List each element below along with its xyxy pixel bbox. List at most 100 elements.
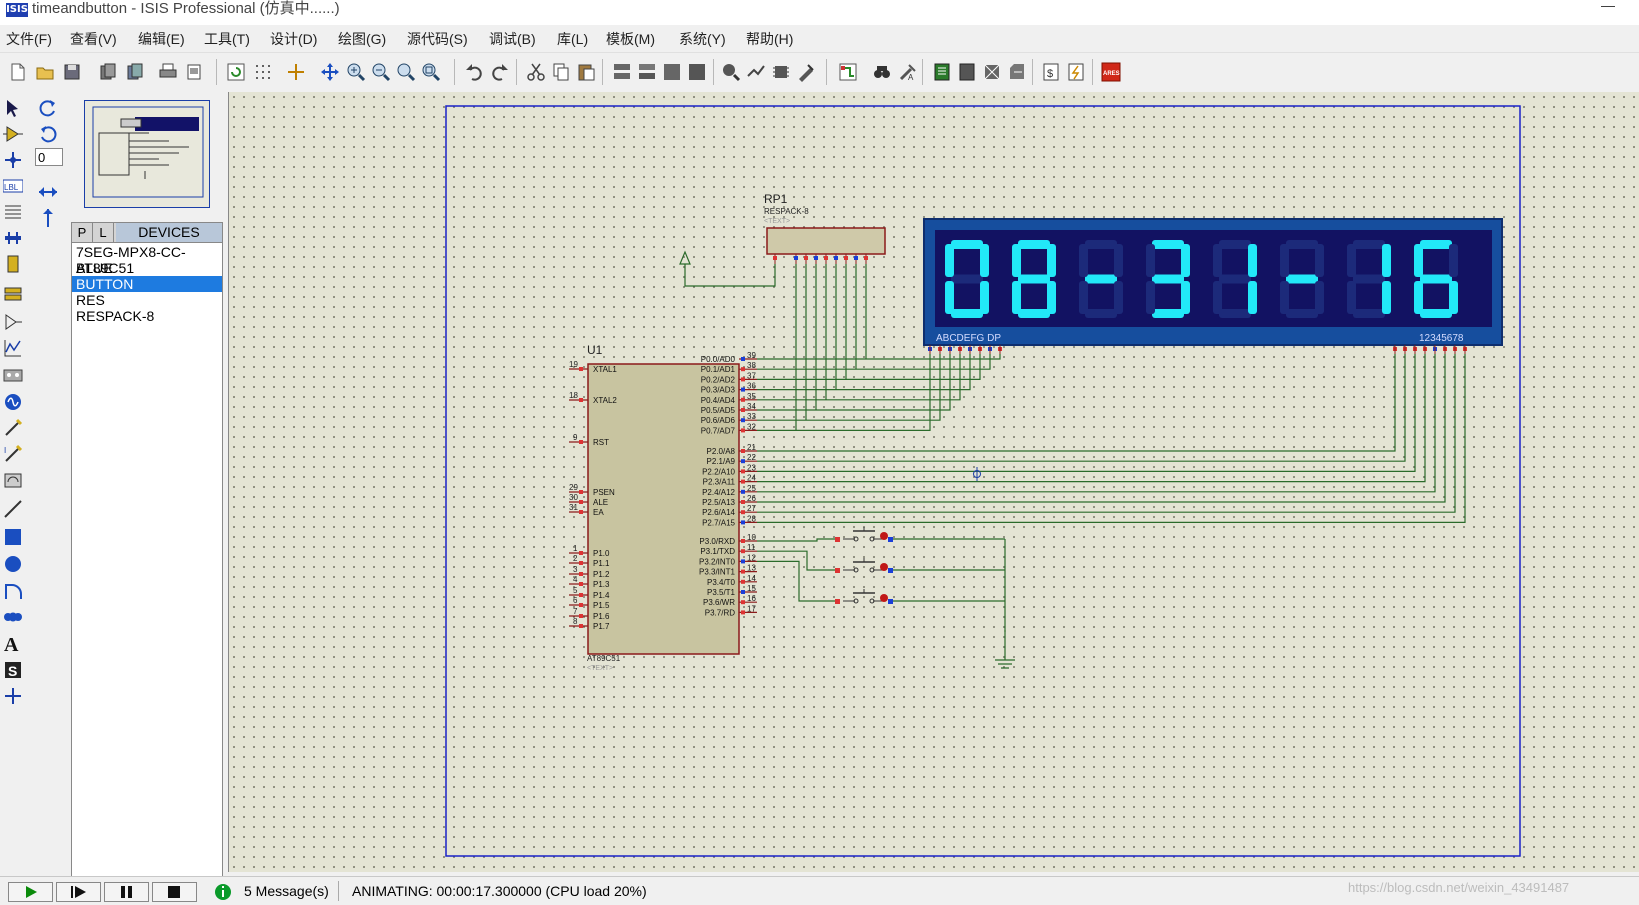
ares-icon[interactable]: ARES <box>1101 62 1121 82</box>
device-list-item[interactable]: RESPACK-8 <box>76 308 155 324</box>
device-pins-icon[interactable] <box>3 312 23 332</box>
symbol-icon[interactable]: S <box>3 660 23 680</box>
device-list-item[interactable]: 7SEG-MPX8-CC-BLUE <box>76 244 186 276</box>
refresh-icon[interactable] <box>226 62 246 82</box>
block-delete-icon[interactable] <box>687 62 707 82</box>
text-script-icon[interactable] <box>3 202 23 222</box>
search-tag-icon[interactable] <box>872 62 892 82</box>
export-section-icon[interactable] <box>125 62 145 82</box>
subcircuit-icon[interactable] <box>3 254 23 274</box>
circle-icon[interactable] <box>3 554 23 574</box>
copy-icon[interactable] <box>551 62 571 82</box>
menu-view[interactable]: 查看(V) <box>70 31 117 47</box>
wire-label-icon[interactable]: LBL <box>3 176 23 196</box>
decompose-icon[interactable] <box>796 62 816 82</box>
design-explorer-icon[interactable]: $ <box>1041 62 1061 82</box>
print-icon[interactable] <box>158 62 178 82</box>
open-folder-icon[interactable] <box>35 62 55 82</box>
rotate-ccw-icon[interactable] <box>38 124 58 144</box>
wire-autorouter-icon[interactable] <box>838 62 858 82</box>
zoom-in-icon[interactable] <box>346 62 366 82</box>
selection-mode-icon[interactable] <box>3 98 23 118</box>
terminals-icon[interactable] <box>3 284 23 304</box>
packaging-tool-icon[interactable] <box>771 62 791 82</box>
property-tool-icon[interactable]: A <box>898 62 918 82</box>
pan-icon[interactable] <box>320 62 340 82</box>
path-icon[interactable] <box>3 607 23 627</box>
voltage-probe-icon[interactable] <box>3 418 23 438</box>
pick-device-icon[interactable] <box>721 62 741 82</box>
menu-file[interactable]: 文件(F) <box>6 31 52 47</box>
marker-icon[interactable] <box>3 686 23 706</box>
seven-segment-display[interactable]: ABCDEFG DP 12345678 <box>923 218 1503 354</box>
netlist-to-ares-icon[interactable] <box>1007 62 1027 82</box>
library-manager-button[interactable]: L <box>93 223 114 242</box>
buses-icon[interactable] <box>3 228 23 248</box>
junction-dot-icon[interactable] <box>3 150 23 170</box>
menu-source[interactable]: 源代码(S) <box>407 31 468 47</box>
power-terminal[interactable] <box>679 250 776 287</box>
ground-symbol[interactable] <box>995 630 1015 669</box>
save-icon[interactable] <box>62 62 82 82</box>
mirror-x-icon[interactable] <box>38 182 58 202</box>
block-rotate-icon[interactable] <box>662 62 682 82</box>
minimize-icon[interactable]: — <box>1601 0 1615 13</box>
message-count[interactable]: 5 Message(s) <box>244 883 329 899</box>
block-move-icon[interactable] <box>637 62 657 82</box>
netlist-icon[interactable] <box>932 62 952 82</box>
stop-button[interactable] <box>152 882 197 902</box>
pause-button[interactable] <box>104 882 149 902</box>
device-list-item[interactable]: RES <box>76 292 105 308</box>
origin-icon[interactable] <box>286 62 306 82</box>
menu-library[interactable]: 库(L) <box>557 31 589 47</box>
line-icon[interactable] <box>3 499 23 519</box>
overview-window[interactable] <box>84 100 210 208</box>
menu-graph[interactable]: 绘图(G) <box>338 31 387 47</box>
component-mode-icon[interactable] <box>3 124 23 144</box>
graph-icon[interactable] <box>3 338 23 358</box>
rotation-angle-field[interactable]: 0 <box>35 148 63 166</box>
u1-microcontroller[interactable]: U1 AT89C51 <TEXT> 19XTAL118XTAL29RST29PS… <box>569 343 757 672</box>
text-icon[interactable]: A <box>3 633 23 653</box>
new-sheet-icon[interactable] <box>1066 62 1086 82</box>
info-icon[interactable] <box>214 883 232 901</box>
menu-template[interactable]: 模板(M) <box>606 31 655 47</box>
print-area-icon[interactable] <box>184 62 204 82</box>
zoom-out-icon[interactable] <box>371 62 391 82</box>
rp1-respack[interactable]: RP1 RESPACK-8 <TEXT> <box>764 192 886 264</box>
make-device-icon[interactable] <box>746 62 766 82</box>
grid-icon[interactable] <box>253 62 273 82</box>
virtual-instruments-icon[interactable] <box>3 470 23 490</box>
box-icon[interactable] <box>3 527 23 547</box>
play-button[interactable] <box>8 882 53 902</box>
new-file-icon[interactable] <box>8 62 28 82</box>
paste-icon[interactable] <box>576 62 596 82</box>
menu-help[interactable]: 帮助(H) <box>746 31 794 47</box>
electrical-rule-check-icon[interactable] <box>982 62 1002 82</box>
schematic-canvas[interactable]: RP1 RESPACK-8 <TEXT> ABCDEFG DP 12345678… <box>228 92 1639 872</box>
menu-design[interactable]: 设计(D) <box>270 31 318 47</box>
undo-icon[interactable] <box>464 62 484 82</box>
zoom-all-icon[interactable] <box>396 62 416 82</box>
current-probe-icon[interactable]: I <box>3 444 23 464</box>
step-button[interactable] <box>56 882 101 902</box>
rotate-cw-icon[interactable] <box>38 98 58 118</box>
tape-recorder-icon[interactable] <box>3 365 23 385</box>
menu-tools[interactable]: 工具(T) <box>204 31 250 47</box>
menu-system[interactable]: 系统(Y) <box>679 31 726 47</box>
probe-marker[interactable] <box>973 467 981 481</box>
cut-icon[interactable] <box>526 62 546 82</box>
generators-icon[interactable] <box>3 392 23 412</box>
mirror-y-icon[interactable] <box>38 208 58 228</box>
zoom-area-icon[interactable] <box>421 62 441 82</box>
pick-devices-button[interactable]: P <box>72 223 93 242</box>
import-section-icon[interactable] <box>98 62 118 82</box>
menu-debug[interactable]: 调试(B) <box>489 31 536 47</box>
redo-icon[interactable] <box>490 62 510 82</box>
device-list-item[interactable]: AT89C51 <box>76 260 135 276</box>
block-copy-icon[interactable] <box>612 62 632 82</box>
bill-of-materials-icon[interactable] <box>957 62 977 82</box>
device-list-item-selected[interactable]: BUTTON <box>72 276 222 292</box>
menu-edit[interactable]: 编辑(E) <box>138 31 185 47</box>
arc-icon[interactable] <box>3 581 23 601</box>
